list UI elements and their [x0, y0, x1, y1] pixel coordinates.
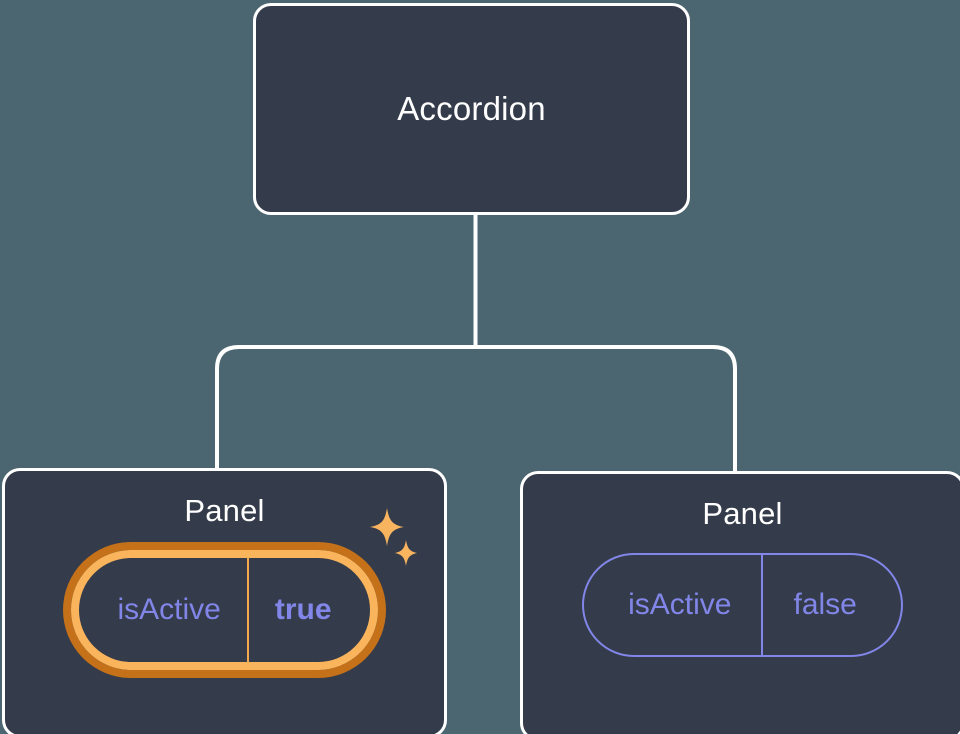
- prop-key-left: isActive: [117, 593, 221, 626]
- prop-pill-isactive-true[interactable]: isActive true: [71, 550, 378, 670]
- node-accordion-label: Accordion: [397, 90, 546, 127]
- node-panel-left-label: Panel: [184, 493, 265, 528]
- sparkle-small-icon: [394, 540, 417, 566]
- prop-pill-isactive-false[interactable]: isActive false: [582, 553, 903, 657]
- prop-value-left: true: [246, 558, 370, 662]
- node-panel-left[interactable]: Panel isActive true: [2, 468, 447, 734]
- prop-pill-right-wrapper: isActive false: [582, 553, 903, 657]
- prop-key-right: isActive: [628, 588, 732, 621]
- edge-bus-right: [475, 345, 737, 473]
- sparkle-large-icon: [369, 508, 404, 546]
- prop-pill-left-wrapper: isActive true: [71, 508, 417, 670]
- node-accordion[interactable]: Accordion: [253, 3, 690, 215]
- node-panel-right[interactable]: Panel isActive false: [520, 471, 960, 734]
- sparkles-group: [369, 508, 417, 566]
- node-panel-right-label: Panel: [702, 496, 783, 531]
- edge-bus-left: [215, 345, 476, 470]
- prop-value-right: false: [761, 555, 900, 655]
